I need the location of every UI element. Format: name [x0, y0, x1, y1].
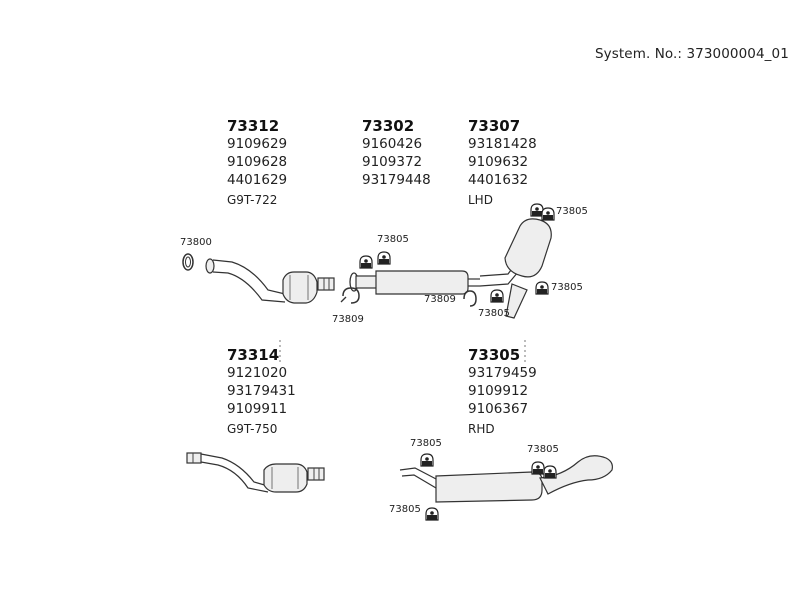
- callout-73805: 73805: [410, 438, 442, 449]
- callout-73805: 73805: [551, 282, 583, 293]
- callout-73809: 73809: [332, 314, 364, 325]
- part-ref: 9109372: [362, 154, 423, 170]
- part-ref: 93179431: [227, 383, 296, 399]
- part-ref: 9109628: [227, 154, 288, 170]
- part-ref: 93179459: [468, 365, 537, 381]
- clamp-right: [463, 290, 477, 307]
- part-ref: 4401629: [227, 172, 288, 188]
- hanger-bracket: [490, 289, 504, 303]
- part-note: RHD: [468, 422, 495, 436]
- callout-73805: 73805: [389, 504, 421, 515]
- callout-73800: 73800: [180, 237, 212, 248]
- callout-73809: 73809: [424, 294, 456, 305]
- catalytic-converter-assembly-73312: [205, 258, 335, 304]
- part-note: G9T-750: [227, 422, 278, 436]
- part-ref: 93179448: [362, 172, 431, 188]
- part-code: 73314: [227, 346, 280, 364]
- rear-silencer-73305: [399, 455, 613, 503]
- part-note: LHD: [468, 193, 493, 207]
- part-block-73312: 73312 9109629 9109628 4401629 G9T-722: [227, 117, 287, 209]
- rear-muffler-73307: [479, 218, 552, 319]
- part-code: 73302: [362, 117, 415, 135]
- part-ref: 9109632: [468, 154, 529, 170]
- hanger-bracket: [531, 461, 545, 475]
- callout-73805: 73805: [377, 234, 409, 245]
- middle-muffler-73302: [349, 270, 480, 295]
- part-block-73305: 73305 93179459 9109912 9106367 RHD: [468, 346, 537, 438]
- part-code: 73312: [227, 117, 280, 135]
- part-ref: 93181428: [468, 136, 537, 152]
- hanger-bracket: [541, 207, 555, 221]
- clamp-left: [340, 287, 360, 304]
- hanger-bracket: [535, 281, 549, 295]
- gasket-ring: [182, 253, 194, 271]
- part-block-73302: 73302 9160426 9109372 93179448: [362, 117, 431, 189]
- hanger-bracket: [530, 203, 544, 217]
- hanger-bracket: [420, 453, 434, 467]
- part-code: 73307: [468, 117, 521, 135]
- hanger-bracket: [543, 465, 557, 479]
- part-block-73307: 73307 93181428 9109632 4401632 LHD: [468, 117, 537, 209]
- part-ref: 9106367: [468, 401, 529, 417]
- part-ref: 9109911: [227, 401, 288, 417]
- callout-73805: 73805: [478, 308, 510, 319]
- hanger-bracket: [359, 255, 373, 269]
- hanger-bracket: [377, 251, 391, 265]
- part-ref: 9121020: [227, 365, 288, 381]
- part-block-73314: 73314 9121020 93179431 9109911 G9T-750: [227, 346, 296, 438]
- catalytic-converter-assembly-73314: [186, 452, 325, 493]
- callout-73805: 73805: [556, 206, 588, 217]
- part-ref: 9160426: [362, 136, 423, 152]
- hanger-bracket: [425, 507, 439, 521]
- part-code: 73305: [468, 346, 521, 364]
- part-ref: 9109629: [227, 136, 288, 152]
- part-ref: 4401632: [468, 172, 529, 188]
- part-ref: 9109912: [468, 383, 529, 399]
- part-note: G9T-722: [227, 193, 278, 207]
- callout-73805: 73805: [527, 444, 559, 455]
- system-number: System. No.: 373000004_01: [595, 46, 789, 62]
